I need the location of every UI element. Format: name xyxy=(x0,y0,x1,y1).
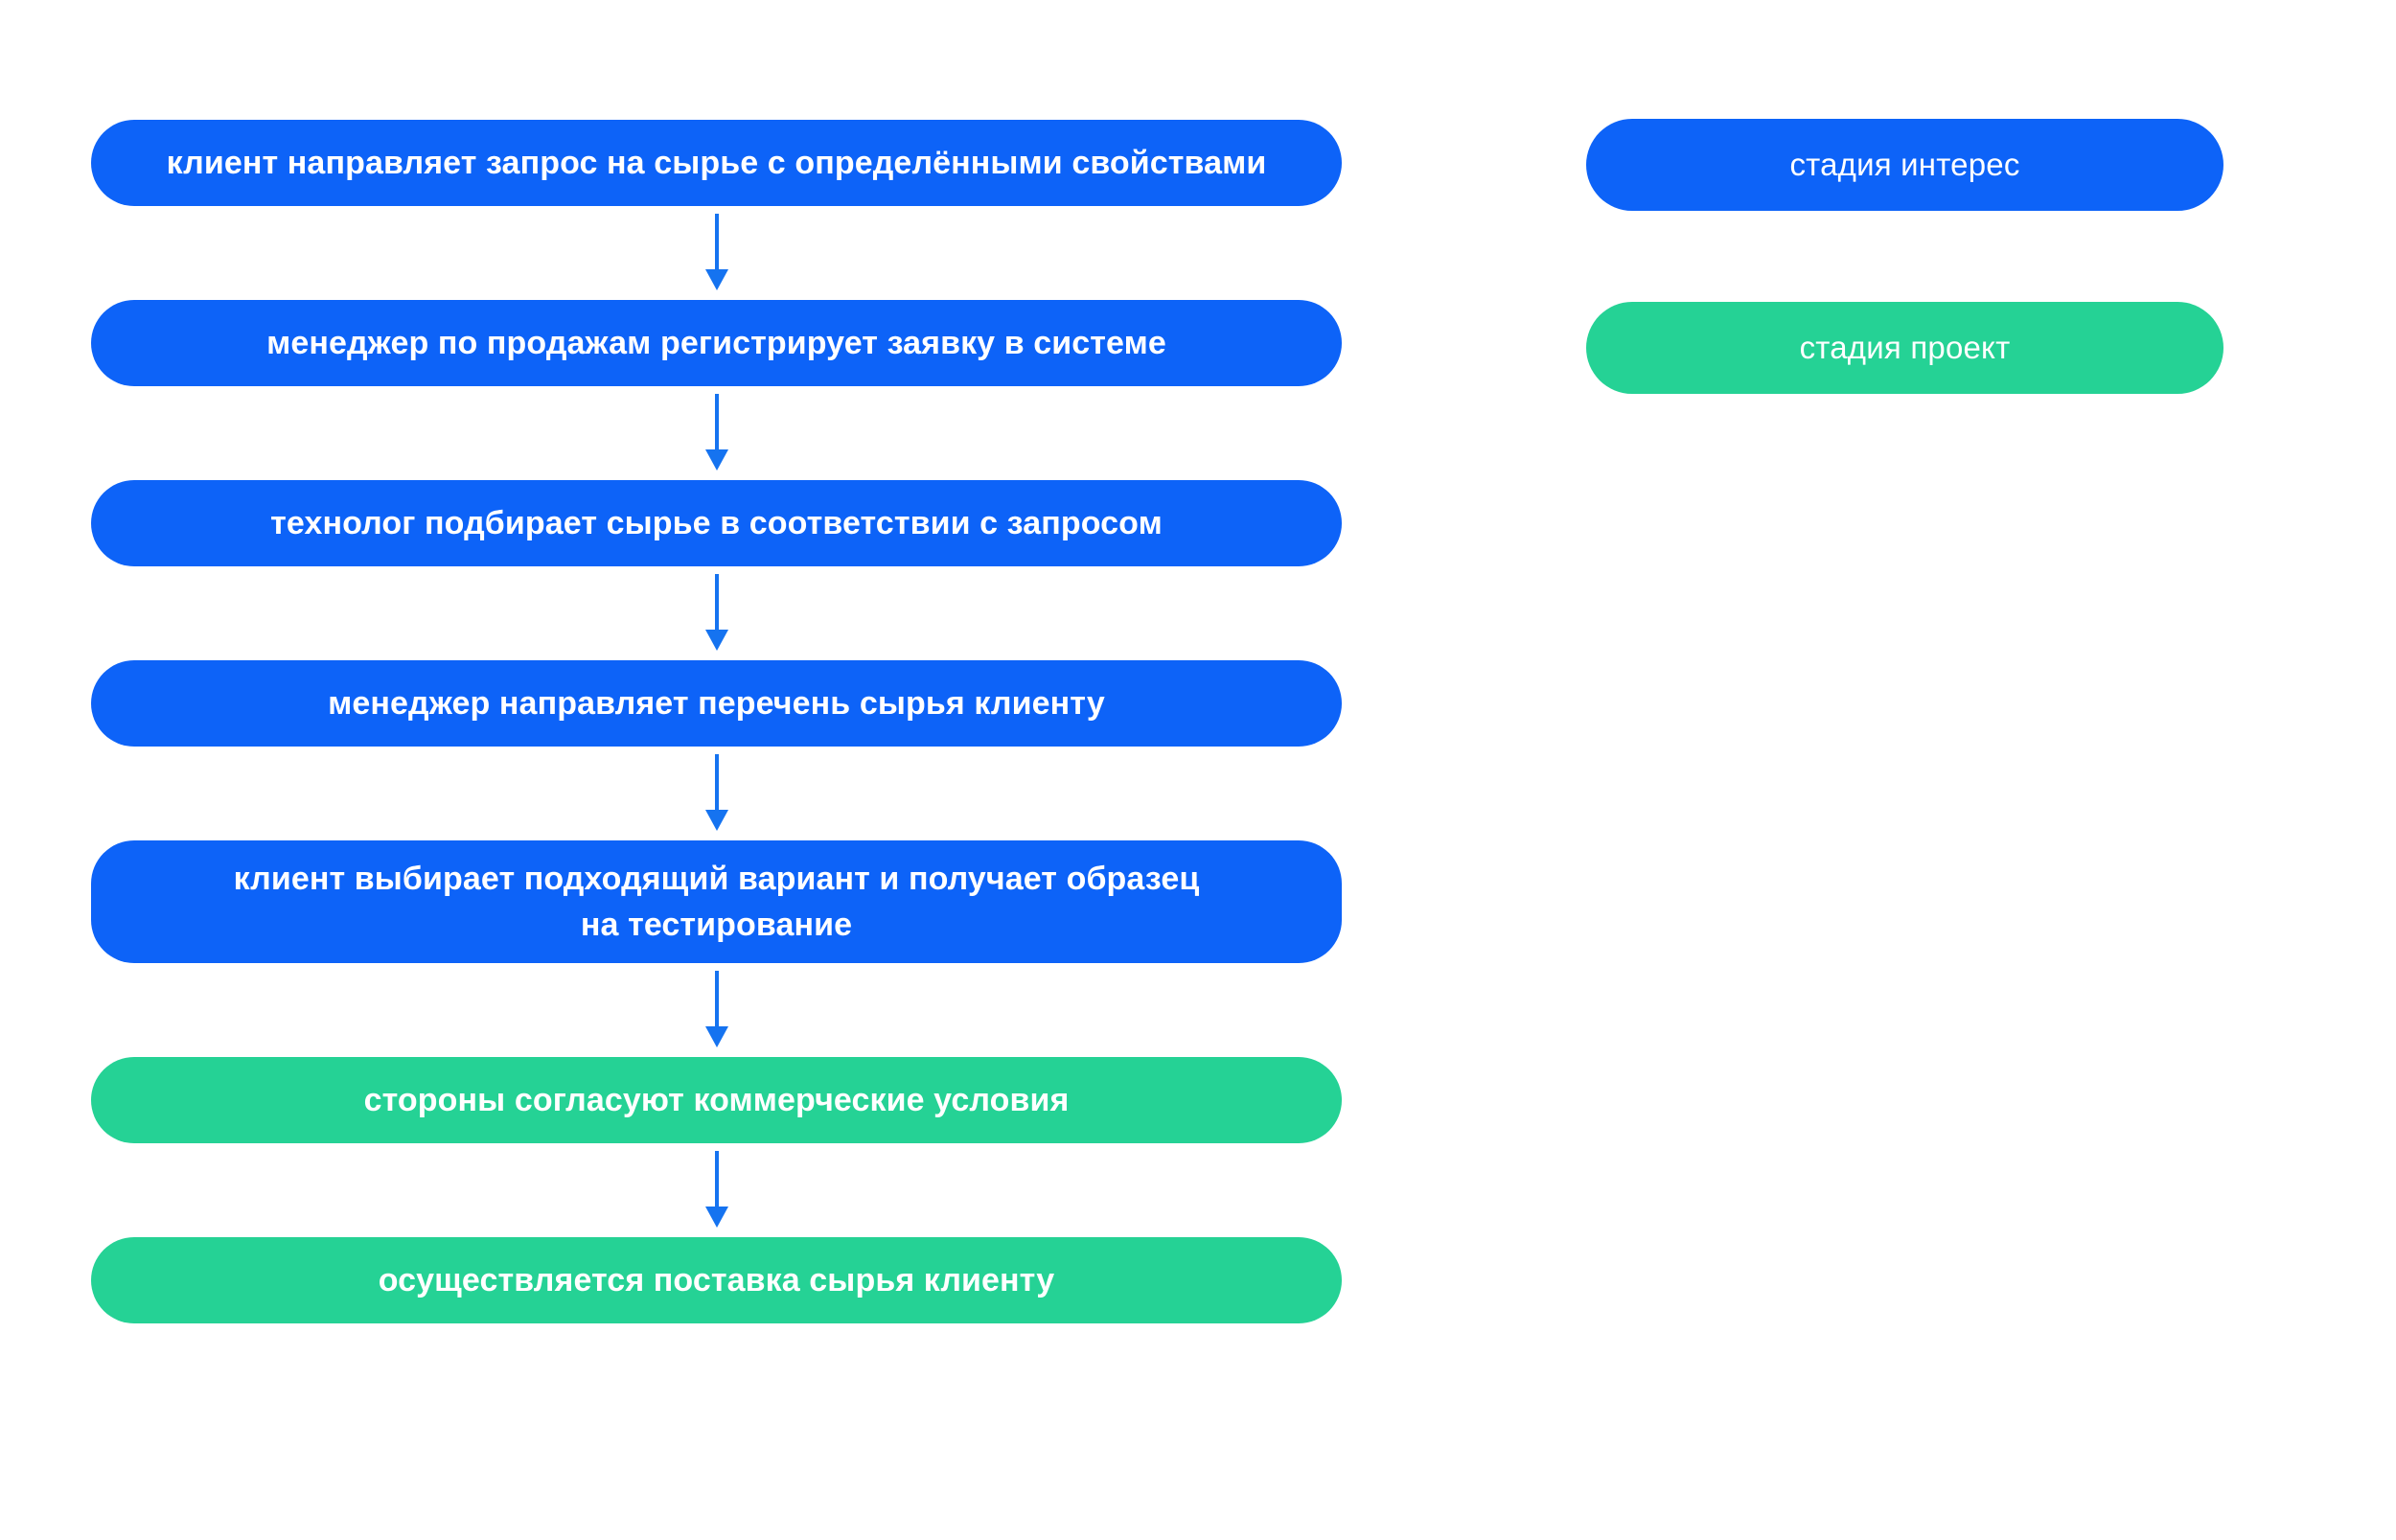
connector-1-2 xyxy=(91,206,1342,300)
flow-node-4-label: менеджер направляет перечень сырья клиен… xyxy=(328,684,1105,722)
flow-node-5[interactable]: клиент выбирает подходящий вариант и пол… xyxy=(91,840,1342,963)
flow-node-3-label: технолог подбирает сырье в соответствии … xyxy=(270,504,1163,541)
flow-node-1[interactable]: клиент направляет запрос на сырье с опре… xyxy=(91,120,1342,206)
flow-node-2-label: менеджер по продажам регистрирует заявку… xyxy=(266,324,1166,361)
down-arrow-icon xyxy=(705,971,728,1047)
flow-node-3[interactable]: технолог подбирает сырье в соответствии … xyxy=(91,480,1342,566)
stage-legend: стадия интерес стадия проект xyxy=(1586,119,2223,394)
legend-item-project-stage[interactable]: стадия проект xyxy=(1586,302,2223,394)
process-flow-column: клиент направляет запрос на сырье с опре… xyxy=(91,120,1342,1323)
flow-node-1-label: клиент направляет запрос на сырье с опре… xyxy=(166,144,1267,181)
down-arrow-icon xyxy=(705,754,728,831)
legend-item-project-stage-label: стадия проект xyxy=(1799,330,2011,365)
down-arrow-icon xyxy=(705,394,728,471)
flow-node-6[interactable]: стороны согласуют коммерческие условия xyxy=(91,1057,1342,1143)
connector-6-7 xyxy=(91,1143,1342,1237)
connector-5-6 xyxy=(91,963,1342,1057)
flow-node-7[interactable]: осуществляется поставка сырья клиенту xyxy=(91,1237,1342,1323)
down-arrow-icon xyxy=(705,1151,728,1228)
down-arrow-icon xyxy=(705,574,728,651)
connector-3-4 xyxy=(91,566,1342,660)
down-arrow-icon xyxy=(705,214,728,290)
connector-4-5 xyxy=(91,747,1342,840)
legend-item-interest-stage[interactable]: стадия интерес xyxy=(1586,119,2223,211)
connector-2-3 xyxy=(91,386,1342,480)
flow-node-5-label: клиент выбирает подходящий вариант и пол… xyxy=(233,860,1200,943)
flow-node-7-label: осуществляется поставка сырья клиенту xyxy=(378,1261,1055,1299)
legend-item-interest-stage-label: стадия интерес xyxy=(1789,147,2020,182)
flow-node-2[interactable]: менеджер по продажам регистрирует заявку… xyxy=(91,300,1342,386)
flow-node-4[interactable]: менеджер направляет перечень сырья клиен… xyxy=(91,660,1342,747)
flow-node-6-label: стороны согласуют коммерческие условия xyxy=(363,1081,1070,1118)
